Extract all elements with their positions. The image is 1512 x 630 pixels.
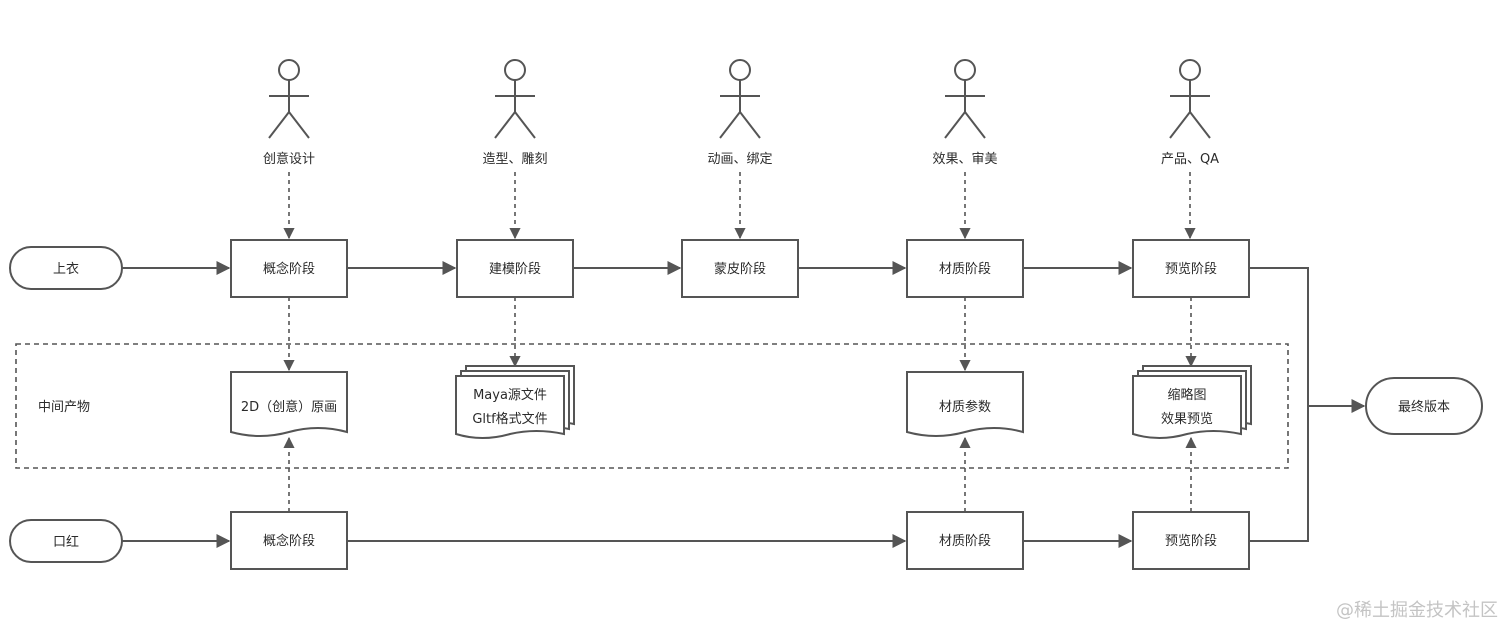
start-node-top-label: 上衣 (53, 261, 79, 277)
stage-top-modeling-label: 建模阶段 (489, 262, 541, 277)
start-node-bottom-label: 口红 (53, 534, 79, 550)
end-node (1365, 377, 1483, 435)
artifact-document-stack-front (455, 375, 565, 439)
artifact-material-params-label: 材质参数 (939, 399, 991, 415)
actor-label: 动画、绑定 (707, 152, 772, 167)
stage-top-skinning (681, 239, 799, 298)
actor-head (278, 59, 300, 81)
stage-top-material-label: 材质阶段 (939, 262, 991, 277)
artifact-maya-label: Maya源文件 (473, 388, 547, 403)
actor-leg-right (514, 111, 536, 139)
actor-head (1179, 59, 1201, 81)
artifact-2d-art-label: 2D（创意）原画 (241, 399, 337, 415)
stage-top-concept (230, 239, 348, 298)
actor-leg-right (288, 111, 310, 139)
actor-creative-design: 创意设计 (263, 59, 315, 167)
artifact-document-stack-front (1132, 375, 1242, 439)
stage-bottom-material (906, 511, 1024, 570)
artifact-region (15, 343, 1289, 469)
watermark: @稀土掘金技术社区 (1336, 600, 1498, 621)
merge-line-bottom (1249, 406, 1309, 542)
actor-leg-left (268, 111, 290, 139)
actor-label: 创意设计 (263, 151, 315, 167)
artifact-preview-label: 效果预览 (1161, 411, 1213, 427)
actor-leg-right (739, 111, 761, 139)
artifact-gltf-label: Gltf格式文件 (472, 411, 547, 427)
artifact-document-material-params (906, 371, 1024, 437)
actor-leg-left (494, 111, 516, 139)
stage-top-skinning-label: 蒙皮阶段 (714, 262, 766, 277)
actor-animation: 动画、绑定 (707, 59, 773, 167)
actor-product-qa: 产品、QA (1161, 59, 1219, 167)
stage-top-concept-label: 概念阶段 (263, 261, 315, 277)
actor-head (729, 59, 751, 81)
actor-modeling: 造型、雕刻 (482, 59, 548, 167)
actor-label: 效果、审美 (932, 152, 997, 167)
end-node-label: 最终版本 (1398, 399, 1450, 415)
actor-leg-left (1169, 111, 1191, 139)
stage-bottom-preview-label: 预览阶段 (1165, 533, 1217, 549)
artifact-document-2d-art (230, 371, 348, 437)
actor-head (504, 59, 526, 81)
actor-leg-left (944, 111, 966, 139)
actor-label: 产品、QA (1161, 152, 1219, 167)
stage-bottom-concept-label: 概念阶段 (263, 533, 315, 549)
stage-bottom-material-label: 材质阶段 (939, 534, 991, 549)
stage-top-preview-label: 预览阶段 (1165, 261, 1217, 277)
artifact-thumbnail-label: 缩略图 (1167, 387, 1206, 403)
actor-effects: 效果、审美 (932, 59, 998, 167)
actor-leg-right (1189, 111, 1211, 139)
artifact-region-label: 中间产物 (38, 400, 90, 415)
merge-line-top (1249, 267, 1309, 406)
actor-label: 造型、雕刻 (482, 152, 547, 167)
actor-head (954, 59, 976, 81)
actor-leg-right (964, 111, 986, 139)
actor-leg-left (719, 111, 741, 139)
